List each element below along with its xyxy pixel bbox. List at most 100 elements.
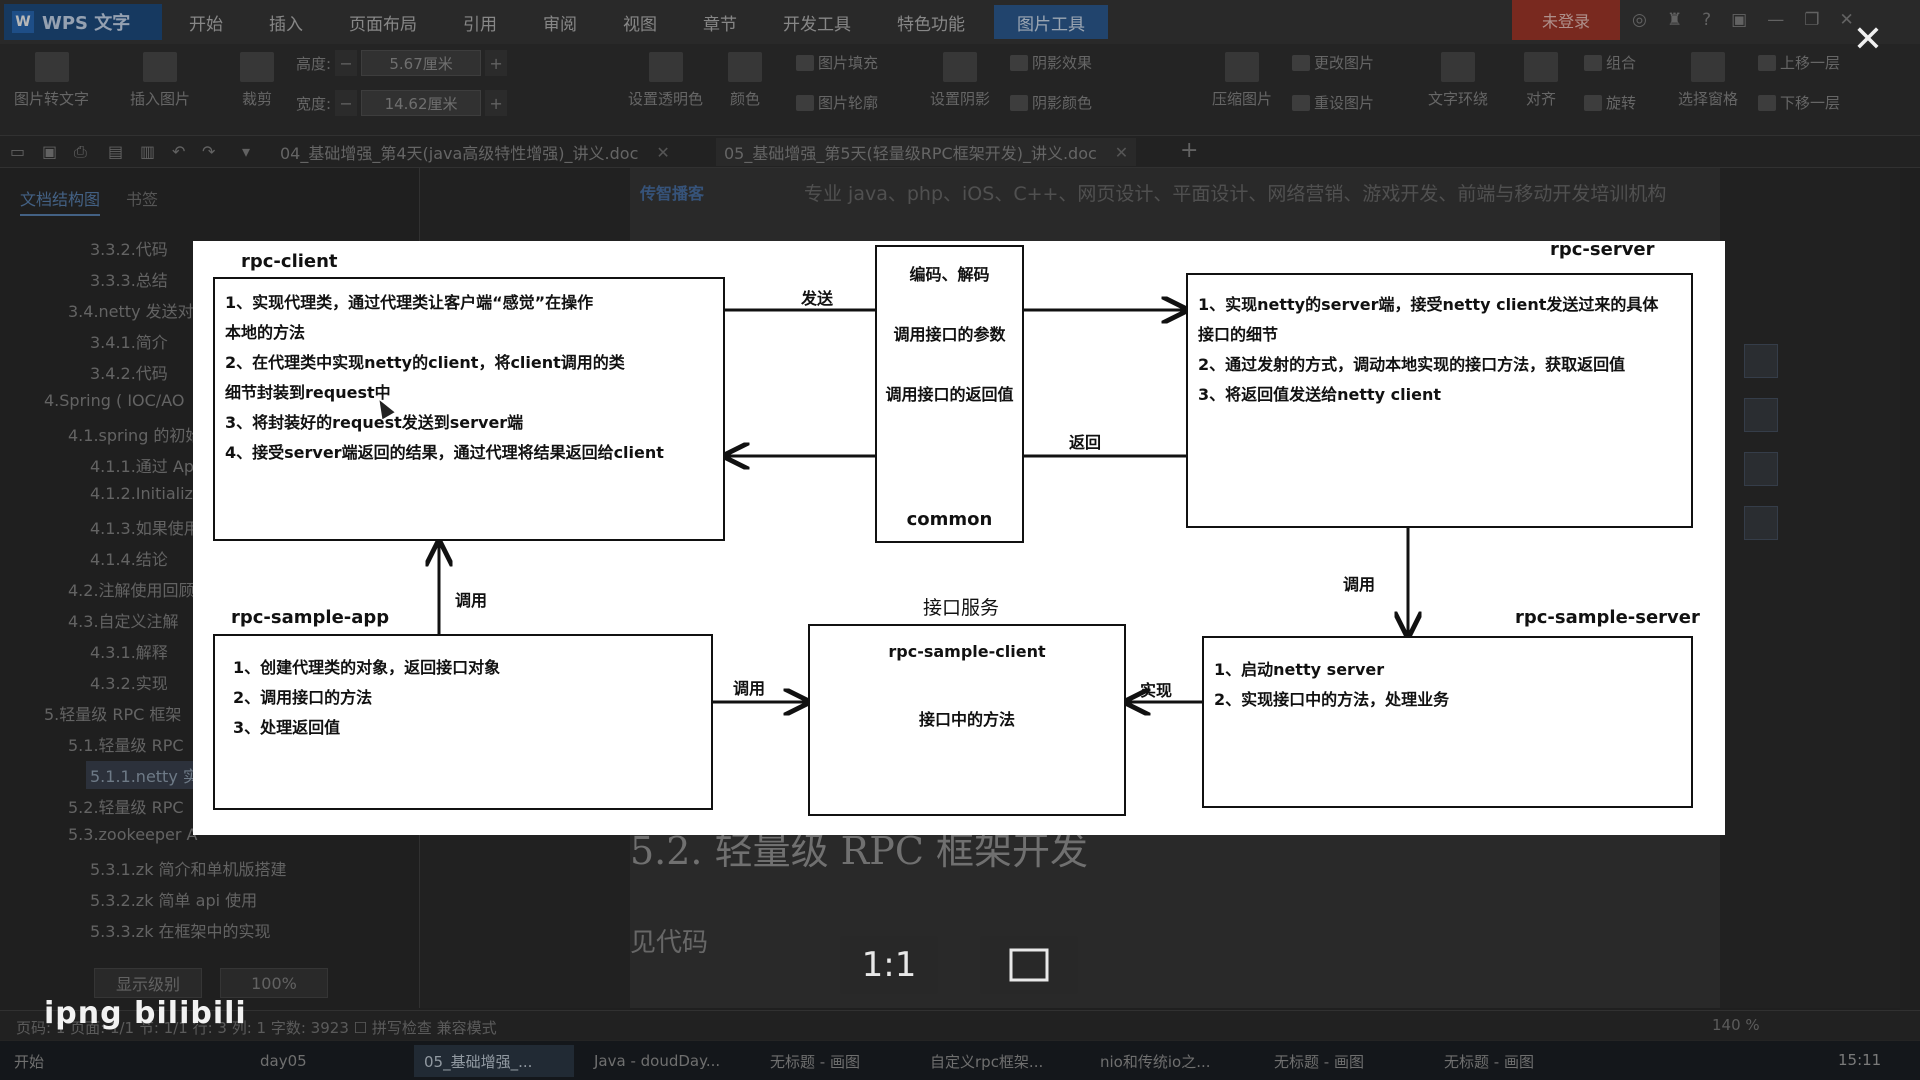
tab-bookmarks[interactable]: 书签 (126, 190, 159, 209)
shadow-color-button[interactable]: 阴影颜色 (1010, 92, 1092, 113)
shirt-icon[interactable]: ♜ (1666, 10, 1683, 30)
more-icon[interactable]: ▾ (242, 142, 251, 161)
send-backward-button[interactable]: 下移一层 (1758, 92, 1840, 113)
taskbar-item[interactable]: day05 (260, 1052, 307, 1070)
taskbar-item[interactable]: Java - doudDay... (594, 1052, 721, 1070)
nav-item[interactable]: 5.3.3.zk 在框架中的实现 (90, 922, 271, 941)
help-icon[interactable]: ? (1702, 10, 1712, 30)
nav-item[interactable]: 5.3.2.zk 简单 api 使用 (90, 891, 258, 910)
width-input[interactable]: 14.62厘米 (361, 90, 482, 116)
print-icon[interactable]: ⎙ (74, 142, 87, 161)
menu-chapter[interactable]: 章节 (703, 14, 737, 35)
nav-item[interactable]: 3.4.1.简介 (90, 333, 168, 352)
nav-item[interactable]: 3.3.2.代码 (90, 240, 168, 259)
height-decrease[interactable]: − (335, 50, 358, 76)
doc-tab-close-icon[interactable]: ✕ (656, 142, 670, 162)
taskbar-item[interactable]: 自定义rpc框架... (930, 1052, 1044, 1071)
tab-outline[interactable]: 文档结构图 (20, 186, 101, 216)
nav-item[interactable]: 4.1.3.如果使用 (90, 519, 200, 538)
menu-start[interactable]: 开始 (189, 14, 223, 35)
group-button[interactable]: 组合 (1584, 52, 1636, 73)
nav-item[interactable]: 4.1.2.Initializi (90, 484, 198, 503)
menu-developer[interactable]: 开发工具 (783, 14, 851, 35)
close-icon[interactable]: ✕ (1852, 19, 1884, 60)
login-button[interactable]: 未登录 (1512, 0, 1620, 40)
actual-size-button[interactable]: 1:1 (840, 936, 938, 994)
menu-review[interactable]: 审阅 (543, 14, 577, 35)
set-transparent-button[interactable]: 设置透明色 (628, 52, 703, 109)
nav-item[interactable]: 4.1.4.结论 (90, 550, 168, 569)
nav-item[interactable]: 4.3.自定义注解 (68, 612, 179, 631)
nav-item[interactable]: 5.3.1.zk 简介和单机版搭建 (90, 860, 287, 879)
width-decrease[interactable]: − (335, 90, 358, 116)
height-input[interactable]: 5.67厘米 (361, 50, 482, 76)
redo-icon[interactable]: ↷ (202, 142, 216, 161)
menu-view[interactable]: 视图 (623, 14, 657, 35)
width-increase[interactable]: + (485, 90, 508, 116)
set-shadow-button[interactable]: 设置阴影 (930, 52, 990, 109)
folder-icon[interactable]: ▭ (10, 142, 26, 161)
nav-item[interactable]: 5.2.轻量级 RPC (68, 798, 184, 817)
bring-forward-button[interactable]: 上移一层 (1758, 52, 1840, 73)
doc-tab-day5[interactable]: 05_基础增强_第5天(轻量级RPC框架开发)_讲义.doc✕ (716, 138, 1137, 166)
nav-zoom-select[interactable]: 100% (220, 968, 328, 998)
ribbon-toggle-icon[interactable]: ▣ (1731, 10, 1748, 30)
nav-item[interactable]: 4.Spring ( IOC/AO (44, 391, 185, 410)
taskbar-item[interactable]: 无标题 - 画图 (1444, 1052, 1534, 1071)
fit-screen-button[interactable] (980, 936, 1078, 994)
reset-image-button[interactable]: 重设图片 (1292, 92, 1374, 113)
doc-tab-close-icon[interactable]: ✕ (1114, 142, 1129, 162)
nav-item[interactable]: 4.2.注解使用回顾 (68, 581, 195, 600)
taskbar-item[interactable]: nio和传统io之... (1100, 1052, 1211, 1071)
nav-item[interactable]: 4.3.2.实现 (90, 674, 168, 693)
nav-item[interactable]: 3.4.2.代码 (90, 364, 168, 383)
image-outline-button[interactable]: 图片轮廓 (796, 92, 878, 113)
side-tool-share-icon[interactable] (1744, 506, 1778, 540)
status-zoom[interactable]: 140 % (1712, 1016, 1760, 1034)
height-increase[interactable]: + (485, 50, 508, 76)
taskbar-item[interactable]: 无标题 - 画图 (1274, 1052, 1364, 1071)
minimize-icon[interactable]: — (1767, 10, 1785, 30)
menu-picture-tools[interactable]: 图片工具 (994, 5, 1108, 39)
rotate-button[interactable]: 旋转 (1584, 92, 1636, 113)
insert-image-button[interactable]: 插入图片 (130, 52, 190, 109)
nav-item[interactable]: 5.轻量级 RPC 框架 (44, 705, 182, 724)
skin-icon[interactable]: ◎ (1632, 10, 1647, 30)
nav-item[interactable]: 3.3.3.总结 (90, 271, 168, 290)
spellcheck-icon[interactable]: ▥ (140, 142, 156, 161)
menu-page-layout[interactable]: 页面布局 (349, 14, 417, 35)
nav-item[interactable]: 5.1.轻量级 RPC (68, 736, 184, 755)
image-fill-button[interactable]: 图片填充 (796, 52, 878, 73)
image-to-text-button[interactable]: 图片转文字 (14, 52, 89, 109)
start-button[interactable]: 开始 (14, 1052, 45, 1071)
color-button[interactable]: 颜色 (728, 52, 762, 109)
menu-references[interactable]: 引用 (463, 14, 497, 35)
preview-icon[interactable]: ▤ (108, 142, 124, 161)
undo-icon[interactable]: ↶ (172, 142, 186, 161)
taskbar-item-active[interactable]: 05_基础增强_... (414, 1045, 574, 1077)
text-wrap-button[interactable]: 文字环绕 (1428, 52, 1488, 109)
shadow-effect-button[interactable]: 阴影效果 (1010, 52, 1092, 73)
menu-insert[interactable]: 插入 (269, 14, 303, 35)
maximize-icon[interactable]: ❐ (1804, 10, 1820, 30)
window-close-icon[interactable]: ✕ (1839, 10, 1854, 30)
new-tab-icon[interactable]: + (1180, 138, 1199, 163)
side-tool-crop-icon[interactable] (1744, 452, 1778, 486)
nav-item[interactable]: 3.4.netty 发送对 (68, 302, 194, 321)
align-button[interactable]: 对齐 (1524, 52, 1558, 109)
side-tool-layout-icon[interactable] (1744, 344, 1778, 378)
nav-item[interactable]: 4.1.1.通过 Ap (90, 457, 194, 476)
doc-tab-day4[interactable]: 04_基础增强_第4天(java高级特性增强)_讲义.doc✕ (272, 138, 678, 166)
nav-item[interactable]: 5.3.zookeeper A (68, 825, 198, 844)
compress-image-button[interactable]: 压缩图片 (1212, 52, 1272, 109)
taskbar-item[interactable]: 无标题 - 画图 (770, 1052, 860, 1071)
save-icon[interactable]: ▣ (42, 142, 58, 161)
menu-special[interactable]: 特色功能 (897, 14, 965, 35)
side-tool-zoom-icon[interactable] (1744, 398, 1778, 432)
crop-button[interactable]: 裁剪 (240, 52, 274, 109)
change-image-button[interactable]: 更改图片 (1292, 52, 1374, 73)
nav-item[interactable]: 4.3.1.解释 (90, 643, 168, 662)
selection-pane-button[interactable]: 选择窗格 (1678, 52, 1738, 109)
display-level-select[interactable]: 显示级别 (94, 968, 202, 998)
